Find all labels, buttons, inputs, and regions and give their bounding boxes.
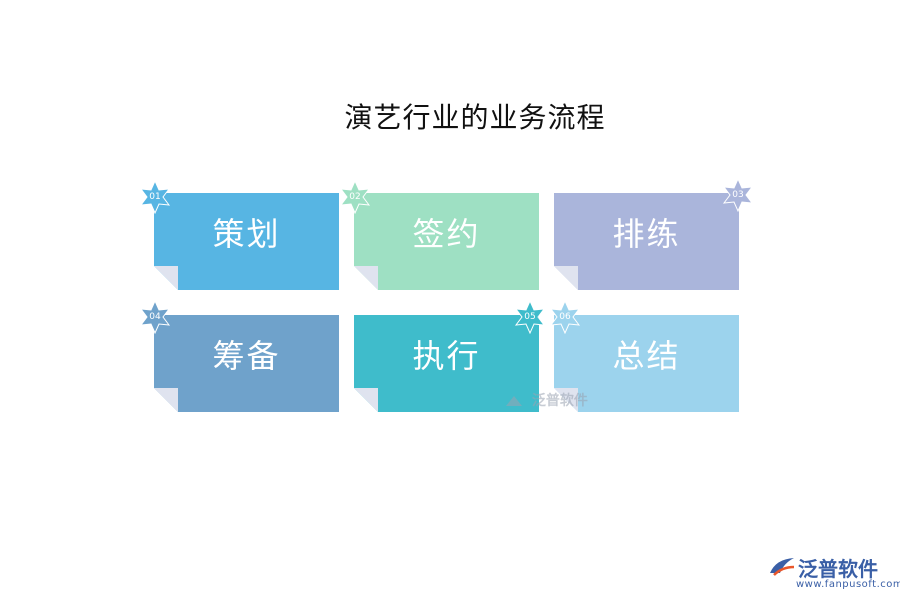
- fanpu-logo: 泛普软件 www.fanpusoft.com: [768, 553, 900, 593]
- logo-site: www.fanpusoft.com: [796, 579, 900, 590]
- star-badge-icon: [514, 300, 546, 334]
- watermark-text: 泛普软件: [531, 393, 588, 409]
- star-badge-icon: [339, 180, 371, 214]
- step-number: 01: [149, 192, 161, 202]
- step-number: 02: [349, 192, 361, 202]
- logo-brand: 泛普软件: [798, 557, 878, 581]
- step-number: 06: [559, 312, 571, 322]
- step-card-planning: 策划: [154, 193, 339, 290]
- watermark: 泛普软件: [505, 390, 588, 410]
- star-badge-icon: [549, 300, 581, 334]
- star-badge-icon: [139, 300, 171, 334]
- step-number: 05: [524, 312, 536, 322]
- fanpu-logo-icon: [770, 558, 795, 576]
- step-label: 筹备: [212, 337, 281, 375]
- step-label: 排练: [612, 215, 681, 253]
- step-label: 执行: [412, 337, 481, 375]
- step-label: 策划: [212, 215, 281, 253]
- step-card-rehearsal: 排练: [554, 193, 739, 290]
- step-card-summary: 总结: [554, 315, 739, 412]
- step-label: 总结: [612, 337, 681, 375]
- star-badge-icon: [722, 178, 754, 212]
- star-badge-icon: [139, 180, 171, 214]
- step-badge-04: 04: [138, 300, 172, 334]
- step-card-execution: 执行: [354, 315, 539, 412]
- step-number: 04: [149, 312, 161, 322]
- step-number: 03: [732, 190, 744, 200]
- step-card-signing: 签约: [354, 193, 539, 290]
- step-badge-05: 05: [513, 300, 547, 334]
- step-badge-06: 06: [548, 300, 582, 334]
- step-label: 签约: [412, 215, 481, 253]
- page-title: 演艺行业的业务流程: [344, 101, 606, 134]
- step-card-preparation: 筹备: [154, 315, 339, 412]
- step-badge-03: 03: [721, 178, 755, 212]
- step-badge-01: 01: [138, 180, 172, 214]
- fanpu-watermark-icon: [506, 396, 522, 406]
- step-badge-02: 02: [338, 180, 372, 214]
